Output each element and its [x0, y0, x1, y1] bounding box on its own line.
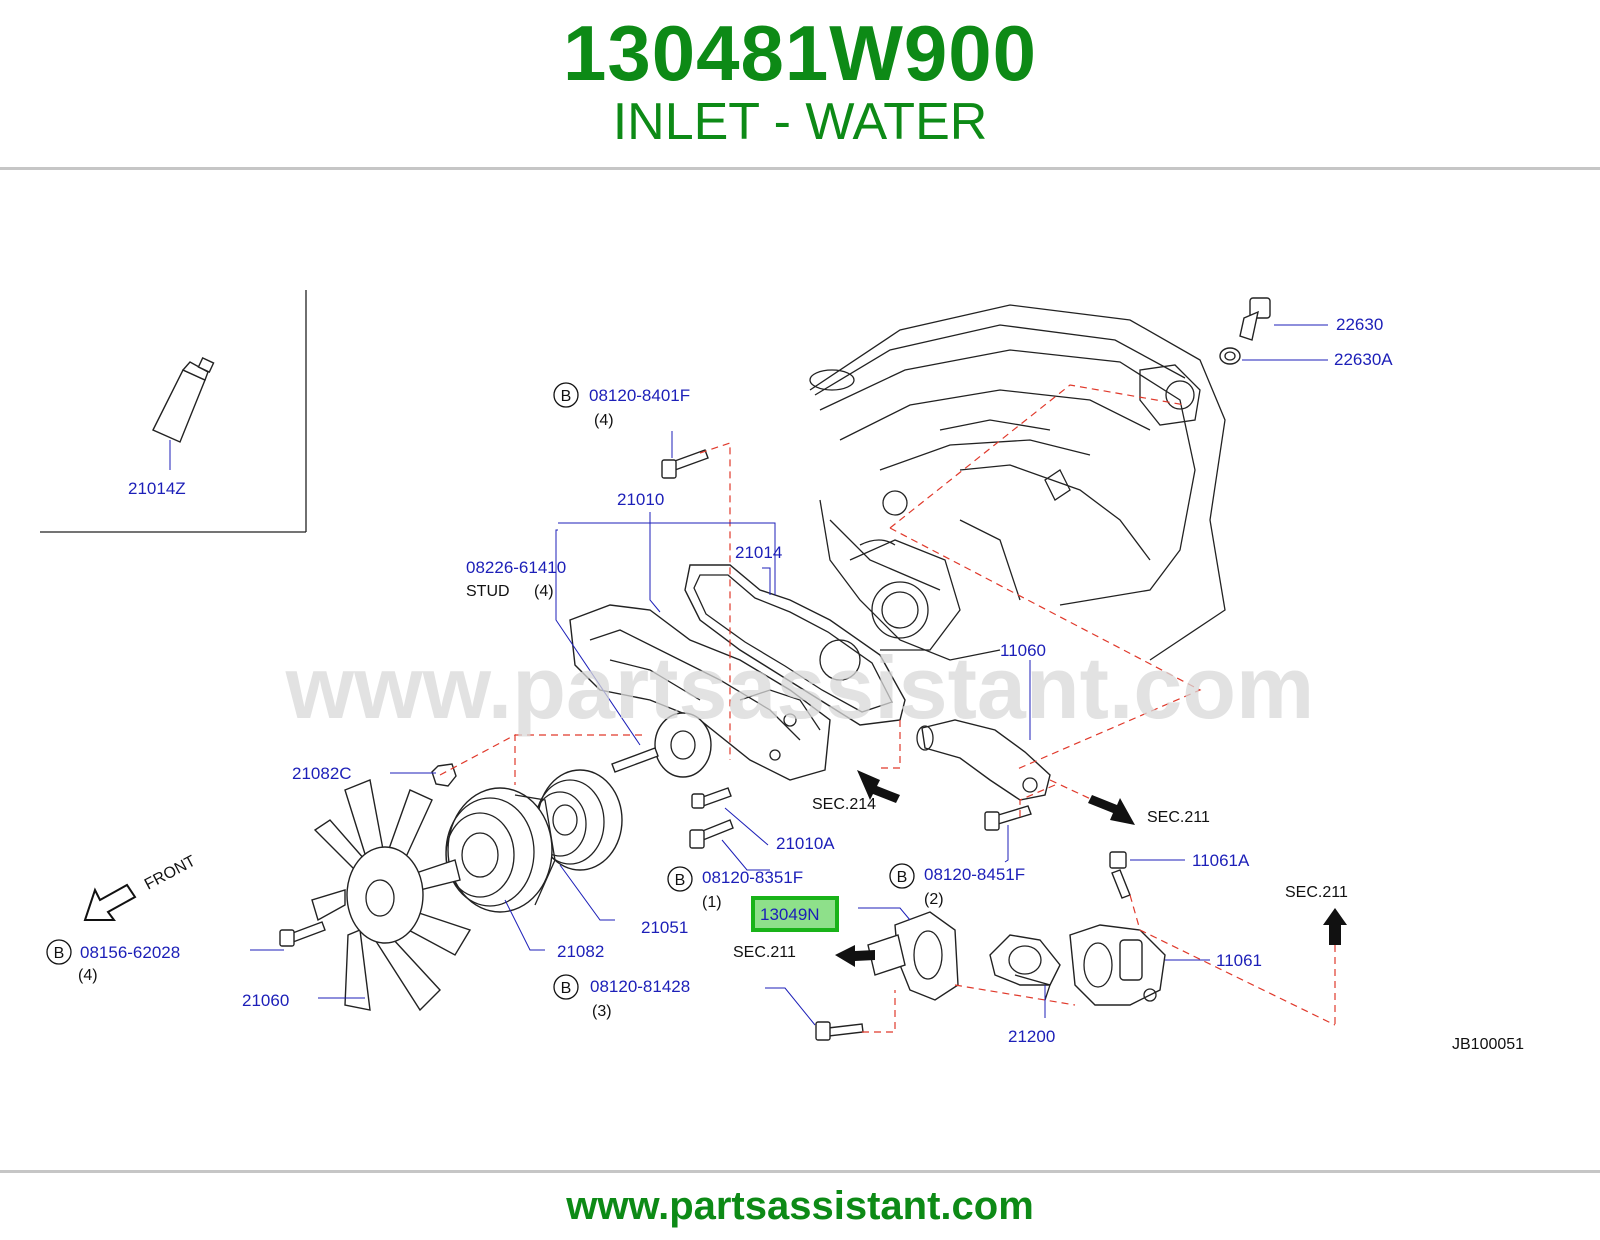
- sec-211-label-left[interactable]: SEC.211: [733, 944, 796, 961]
- sec-214-label[interactable]: SEC.214: [812, 796, 876, 813]
- label-21060[interactable]: 21060: [242, 991, 289, 1010]
- qty-8401F: (4): [594, 412, 614, 429]
- label-08120-8401F[interactable]: 08120-8401F: [589, 386, 690, 405]
- qty-62028: (4): [78, 967, 98, 984]
- label-11061A[interactable]: 11061A: [1192, 851, 1250, 870]
- b-marker-8401F: B: [561, 388, 572, 405]
- label-21014Z[interactable]: 21014Z: [128, 479, 186, 498]
- leader-lines: [250, 324, 1328, 1026]
- bolt-08120-8401F-drawing: [661, 449, 709, 479]
- pulley-21051-drawing: [533, 769, 623, 871]
- qty-8351F: (1): [702, 894, 722, 911]
- highlighted-part-box: [751, 896, 839, 932]
- label-13049N[interactable]: 13049N: [760, 905, 820, 924]
- label-21082C[interactable]: 21082C: [292, 764, 352, 783]
- bolt-08120-8451F-drawing: [984, 805, 1032, 831]
- label-11060[interactable]: 11060: [1000, 641, 1046, 660]
- bolt-08120-81428-drawing: [815, 1021, 864, 1041]
- fan-21060-drawing: [311, 779, 472, 1012]
- thermostat-21200-drawing: [989, 934, 1061, 1001]
- sec-211-left-arrow-icon: [835, 945, 875, 967]
- b-marker-icons: B B B B B: [46, 382, 915, 1000]
- water-inlet-13049N-drawing: [867, 911, 959, 1001]
- sec-211-label-right[interactable]: SEC.211: [1147, 809, 1210, 826]
- label-22630A[interactable]: 22630A: [1334, 350, 1393, 369]
- footer-divider: [0, 1170, 1600, 1173]
- qty-8451F: (2): [924, 891, 944, 908]
- sec-211-label-up[interactable]: SEC.211: [1285, 884, 1348, 901]
- plug-22630-drawing: [1239, 297, 1271, 341]
- b-marker-8451F: B: [897, 869, 908, 886]
- qty-81428: (3): [592, 1003, 612, 1020]
- inset-box: [40, 290, 307, 533]
- label-21082[interactable]: 21082: [557, 942, 604, 961]
- front-arrow-icon: [83, 883, 137, 921]
- nut-21082C-drawing: [431, 763, 457, 787]
- label-08120-8351F[interactable]: 08120-8351F: [702, 868, 803, 887]
- sec-211-right-arrow-icon: [1088, 795, 1135, 825]
- footer-url[interactable]: www.partsassistant.com: [566, 1184, 1034, 1228]
- watermark-text: www.partsassistant.com: [285, 638, 1315, 737]
- bolt-08120-8351F-drawing: [689, 819, 734, 849]
- assembly-dashed-lines: [439, 384, 1336, 1033]
- label-21010A[interactable]: 21010A: [776, 834, 835, 853]
- sec-211-up-arrow-icon: [1323, 908, 1347, 945]
- water-outlet-11060-drawing: [916, 719, 1051, 801]
- label-08120-8451F[interactable]: 08120-8451F: [924, 865, 1025, 884]
- label-21200[interactable]: 21200: [1008, 1027, 1055, 1046]
- b-marker-8351F: B: [675, 872, 686, 889]
- sec-214-arrow-icon: [857, 770, 900, 803]
- label-21010[interactable]: 21010: [617, 490, 664, 509]
- qty-61410: (4): [534, 583, 554, 600]
- header-divider: [0, 167, 1600, 170]
- pulley-21082-drawing: [445, 787, 556, 913]
- sealant-tube-icon: [152, 357, 215, 443]
- stud-drawing: [611, 747, 659, 773]
- washer-22630A-drawing: [1219, 347, 1241, 365]
- engine-block-drawing: [809, 304, 1226, 661]
- stud-label: STUD: [466, 583, 510, 600]
- label-21051[interactable]: 21051: [641, 918, 688, 937]
- part-number-title: 130481W900: [562, 9, 1038, 97]
- label-08226-61410[interactable]: 08226-61410: [466, 558, 566, 577]
- bolt-21010A-drawing: [691, 787, 732, 809]
- label-21014[interactable]: 21014: [735, 543, 782, 562]
- page-header: 130481W900 INLET - WATER: [0, 0, 1600, 170]
- label-08156-62028[interactable]: 08156-62028: [80, 943, 180, 962]
- b-marker-81428: B: [561, 980, 572, 997]
- diagram-code: JB100051: [1452, 1036, 1524, 1053]
- label-11061[interactable]: 11061: [1216, 951, 1262, 970]
- part-name-subtitle: INLET - WATER: [612, 93, 988, 151]
- label-22630[interactable]: 22630: [1336, 315, 1383, 334]
- label-08120-81428[interactable]: 08120-81428: [590, 977, 690, 996]
- bolt-08156-62028-drawing: [279, 921, 326, 947]
- b-marker-62028: B: [54, 945, 65, 962]
- water-pump-drawing: [569, 604, 831, 781]
- thermostat-housing-11061-drawing: [1069, 924, 1166, 1006]
- front-label: FRONT: [142, 853, 199, 894]
- bolt-11061A-drawing: [1109, 851, 1131, 899]
